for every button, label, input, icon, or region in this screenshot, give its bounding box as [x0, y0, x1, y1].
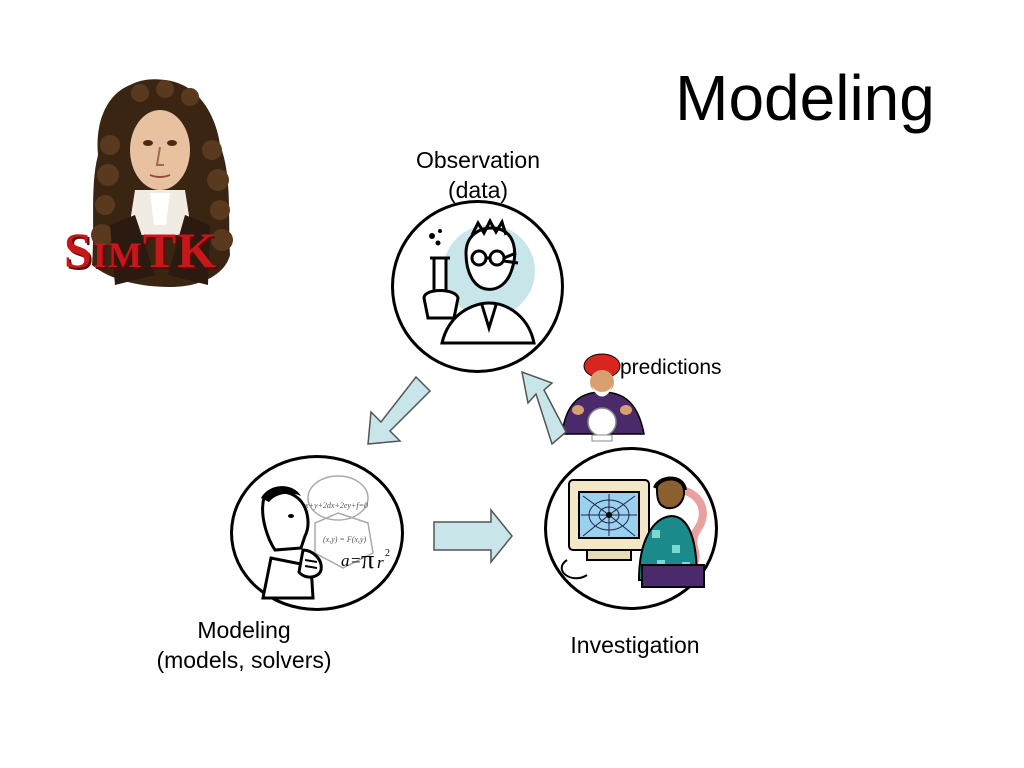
- math-area-r: r: [377, 553, 384, 572]
- scientist-icon: [422, 217, 536, 345]
- arrow-investigation-to-observation: [521, 370, 567, 446]
- modeling-subtitle: (models, solvers): [156, 647, 332, 673]
- math-area-equals: =: [351, 551, 361, 570]
- logo-letters-im: IM: [92, 235, 143, 275]
- math-area-pi: π: [361, 545, 374, 574]
- math-equation-2: (x,y) = F(x,y): [323, 535, 366, 544]
- arrow-modeling-to-investigation: [433, 507, 513, 565]
- arrow-observation-to-modeling: [367, 375, 432, 445]
- logo-letter-s: S: [64, 222, 93, 278]
- modeling-title: Modeling: [197, 617, 291, 643]
- modeling-label: Modeling (models, solvers): [130, 615, 358, 675]
- math-equation-1: x+y+2dx+2ey+f=0: [304, 501, 368, 510]
- observation-node: [391, 200, 564, 373]
- slide-title: Modeling: [675, 62, 935, 134]
- logo-letters-tk: TK: [142, 222, 218, 278]
- newton-portrait: [80, 75, 240, 290]
- computer-user-icon: [560, 476, 707, 588]
- observation-label: Observation (data): [378, 145, 578, 205]
- thinking-man-icon: x+y+2dx+2ey+f=0 (x,y) = F(x,y) a = π r 2: [261, 475, 390, 600]
- modeling-node: x+y+2dx+2ey+f=0 (x,y) = F(x,y) a = π r 2: [230, 455, 404, 611]
- observation-title: Observation: [415, 147, 540, 173]
- math-area-a: a: [341, 551, 350, 570]
- investigation-node: [544, 447, 718, 610]
- wizard-icon: [556, 352, 648, 444]
- predictions-label: predictions: [620, 356, 722, 379]
- math-area-exponent: 2: [385, 548, 390, 559]
- investigation-label: Investigation: [570, 632, 700, 658]
- simtk-logo: SIMTK: [64, 222, 217, 283]
- observation-subtitle: (data): [447, 177, 509, 203]
